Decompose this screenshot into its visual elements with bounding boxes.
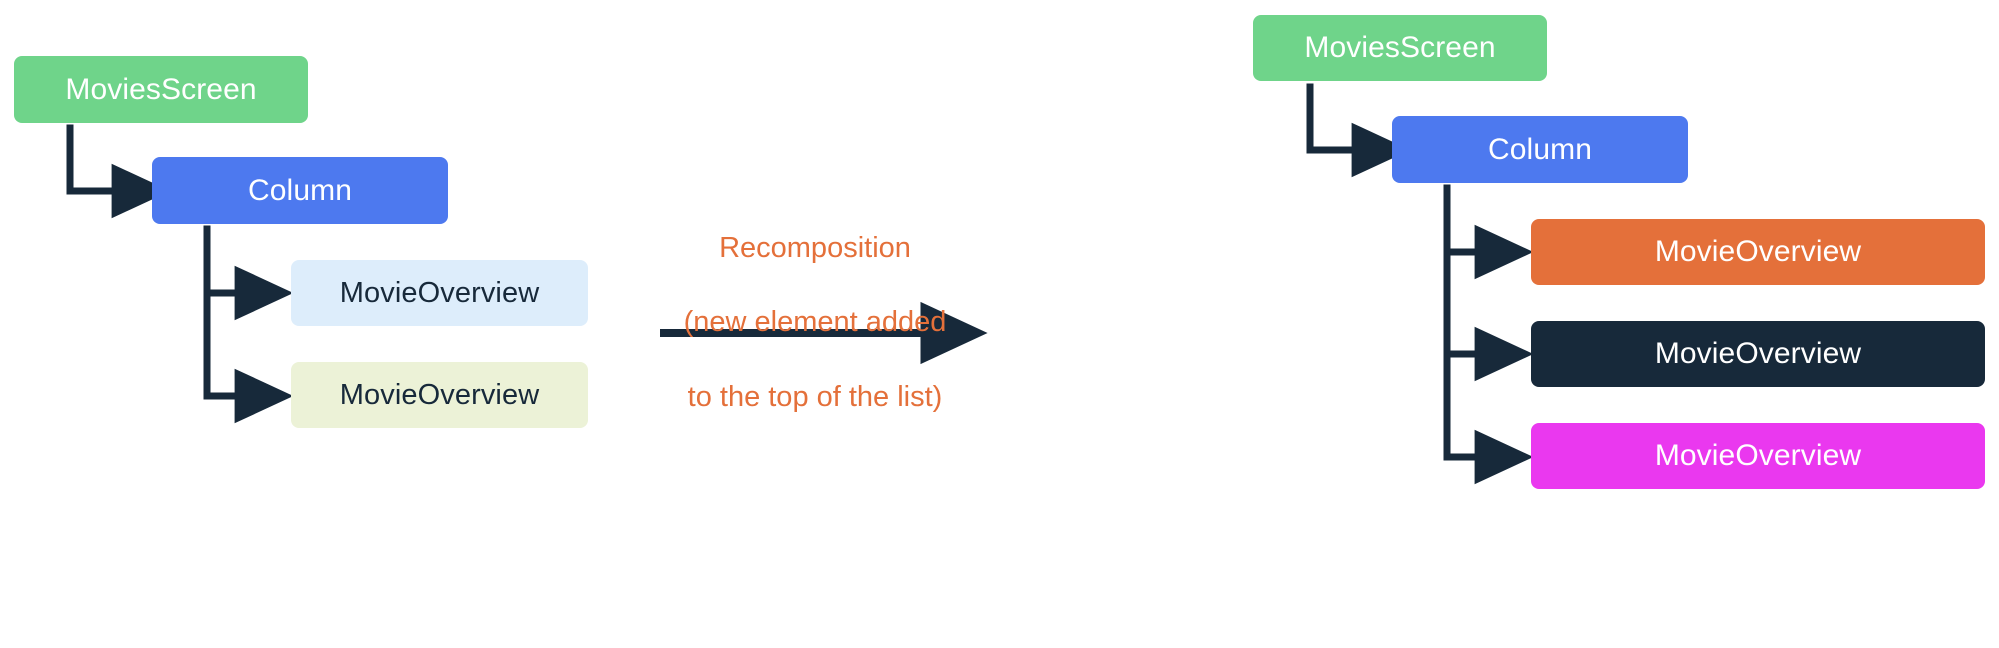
node-label: MoviesScreen xyxy=(65,72,257,106)
node-before-movie-overview-1[interactable]: MovieOverview xyxy=(291,260,588,326)
node-after-movies-screen[interactable]: MoviesScreen xyxy=(1253,15,1547,81)
node-before-column[interactable]: Column xyxy=(152,157,448,224)
node-before-movie-overview-2[interactable]: MovieOverview xyxy=(291,362,588,428)
node-after-movie-overview-1[interactable]: MovieOverview xyxy=(1531,219,1985,285)
caption-line-3: to the top of the list) xyxy=(687,380,943,413)
node-after-movie-overview-3[interactable]: MovieOverview xyxy=(1531,423,1985,489)
recomposition-caption: Recomposition (new element added to the … xyxy=(660,193,970,453)
node-label: MovieOverview xyxy=(1654,235,1862,268)
node-label: MovieOverview xyxy=(339,378,540,411)
node-label: MoviesScreen xyxy=(1304,31,1496,64)
connector-after-column-to-children xyxy=(1443,184,1534,485)
node-label: MovieOverview xyxy=(1654,439,1862,472)
node-before-movies-screen[interactable]: MoviesScreen xyxy=(14,56,308,123)
caption-line-1: Recomposition xyxy=(719,232,911,265)
node-after-column[interactable]: Column xyxy=(1392,116,1688,183)
connector-before-screen-to-column xyxy=(66,124,171,219)
node-label: Column xyxy=(248,173,352,207)
caption-line-2: (new element added xyxy=(683,306,947,339)
node-after-movie-overview-2[interactable]: MovieOverview xyxy=(1531,321,1985,387)
node-label: Column xyxy=(1488,132,1592,166)
connector-after-screen-to-column xyxy=(1306,83,1411,178)
connector-before-column-to-children xyxy=(203,225,294,424)
node-label: MovieOverview xyxy=(1654,337,1862,370)
node-label: MovieOverview xyxy=(339,276,540,309)
